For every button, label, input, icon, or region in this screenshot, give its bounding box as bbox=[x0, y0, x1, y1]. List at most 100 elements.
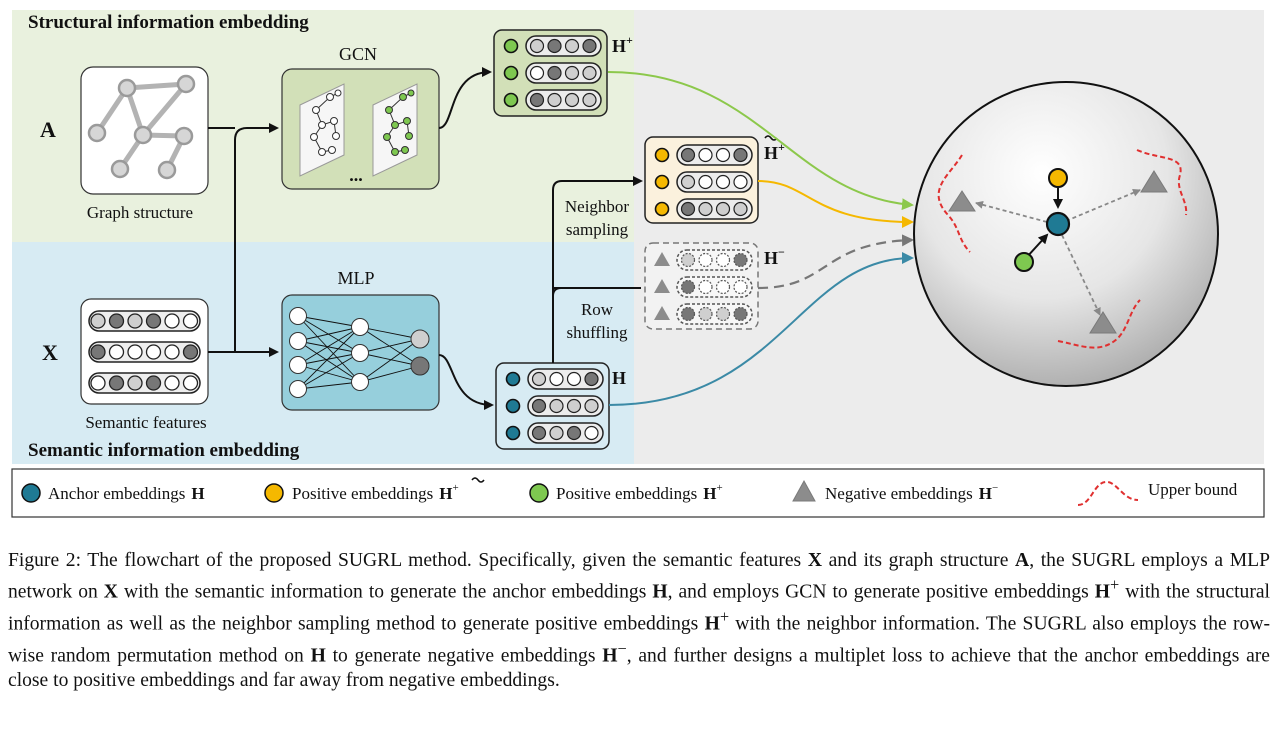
legend-tilde-mark bbox=[471, 477, 485, 483]
row-capsule bbox=[525, 35, 602, 57]
feature-dot bbox=[90, 344, 106, 360]
row-value bbox=[531, 425, 547, 441]
adjacency-label: A bbox=[40, 117, 56, 142]
row-value bbox=[698, 147, 713, 163]
row-lead-circle bbox=[505, 371, 521, 387]
row-value bbox=[680, 174, 696, 190]
row-value bbox=[564, 38, 580, 54]
h-plus-rows bbox=[503, 35, 602, 111]
features-label: X bbox=[42, 340, 58, 365]
feature-dot bbox=[127, 313, 143, 329]
feature-dot bbox=[145, 344, 162, 360]
row-value bbox=[584, 398, 599, 414]
h-minus-symbol: H− bbox=[764, 245, 785, 268]
row-capsule bbox=[676, 198, 753, 220]
teal-arrow bbox=[608, 252, 914, 406]
feature-dot bbox=[164, 344, 180, 360]
row-value bbox=[698, 201, 713, 217]
graph-nodes bbox=[87, 74, 196, 180]
row-value bbox=[733, 252, 748, 268]
feature-dot bbox=[182, 375, 199, 391]
flowchart-svg: Structural information embedding Semanti… bbox=[11, 10, 1265, 518]
row-value bbox=[733, 279, 748, 295]
gcn-ellipsis: ... bbox=[349, 165, 363, 185]
mlp-edges bbox=[297, 315, 421, 390]
gcn-label: GCN bbox=[339, 44, 377, 64]
row-value bbox=[680, 147, 696, 163]
row-lead-circle bbox=[503, 38, 519, 54]
row-value bbox=[680, 201, 696, 217]
row-value bbox=[733, 147, 748, 163]
row-value bbox=[566, 425, 582, 441]
row-capsule bbox=[676, 171, 753, 193]
row-shuffling-label-1: Row bbox=[581, 300, 614, 319]
h-plus-symbol: H+ bbox=[612, 33, 633, 56]
gcn-layer-left bbox=[299, 83, 345, 177]
row-value bbox=[529, 65, 545, 81]
row-value bbox=[680, 279, 696, 295]
row-value bbox=[582, 65, 597, 81]
row-lead-triangle bbox=[654, 279, 670, 293]
neighbor-sampling-label-1: Neighbor bbox=[565, 197, 630, 216]
row-value bbox=[529, 38, 545, 54]
row-capsule bbox=[676, 249, 753, 271]
legend-positive-plus-icon bbox=[529, 483, 549, 503]
row-value bbox=[698, 279, 713, 295]
row-value bbox=[564, 65, 580, 81]
row-value bbox=[582, 38, 597, 54]
row-value bbox=[715, 306, 731, 322]
feature-dot bbox=[127, 344, 143, 360]
row-capsule bbox=[676, 276, 753, 298]
row-capsule bbox=[527, 368, 604, 390]
row-value bbox=[531, 371, 547, 387]
row-lead-circle bbox=[503, 92, 519, 108]
row-value bbox=[547, 38, 562, 54]
input-connectors bbox=[208, 123, 279, 357]
row-value bbox=[531, 398, 547, 414]
row-capsule bbox=[525, 62, 602, 84]
row-value bbox=[582, 92, 597, 108]
row-value bbox=[698, 252, 713, 268]
h-tilde-mark bbox=[764, 135, 778, 141]
feature-dot bbox=[90, 313, 106, 329]
row-value bbox=[547, 65, 562, 81]
upper-bound-curves bbox=[937, 149, 1188, 349]
row-value bbox=[549, 398, 564, 414]
feature-dot bbox=[164, 313, 180, 329]
anchor-node bbox=[1045, 211, 1071, 237]
feature-dot bbox=[108, 344, 125, 360]
gray-dashed-arrow bbox=[757, 234, 914, 290]
row-lead-circle bbox=[654, 201, 670, 217]
mlp-label: MLP bbox=[337, 268, 374, 288]
row-capsule bbox=[525, 89, 602, 111]
row-lead-circle bbox=[503, 65, 519, 81]
feature-dot bbox=[127, 375, 143, 391]
row-capsule bbox=[676, 144, 753, 166]
row-value bbox=[549, 425, 564, 441]
row-shuffling-label-2: shuffling bbox=[566, 323, 628, 342]
row-value bbox=[715, 201, 731, 217]
row-lead-circle bbox=[505, 425, 521, 441]
semantic-features-caption: Semantic features bbox=[85, 413, 206, 432]
feature-dot bbox=[182, 313, 199, 329]
row-value bbox=[733, 306, 748, 322]
row-value bbox=[547, 92, 562, 108]
feature-dot bbox=[182, 344, 199, 360]
h-tilde-rows bbox=[654, 144, 753, 220]
row-capsule bbox=[527, 422, 604, 444]
embedding-sphere bbox=[913, 81, 1219, 387]
h-minus-rows bbox=[654, 249, 753, 325]
row-lead-circle bbox=[654, 174, 670, 190]
row-value bbox=[564, 92, 580, 108]
negative-embedding-triangles bbox=[948, 170, 1168, 334]
positive-tilde-node bbox=[1048, 168, 1068, 188]
legend-anchor-icon bbox=[21, 483, 41, 503]
row-capsule bbox=[527, 395, 604, 417]
negative-spokes bbox=[975, 189, 1141, 316]
h-anchor-rows bbox=[505, 368, 604, 444]
semantic-title: Semantic information embedding bbox=[28, 440, 300, 461]
feature-dot bbox=[108, 313, 125, 329]
row-lead-triangle bbox=[654, 252, 670, 266]
